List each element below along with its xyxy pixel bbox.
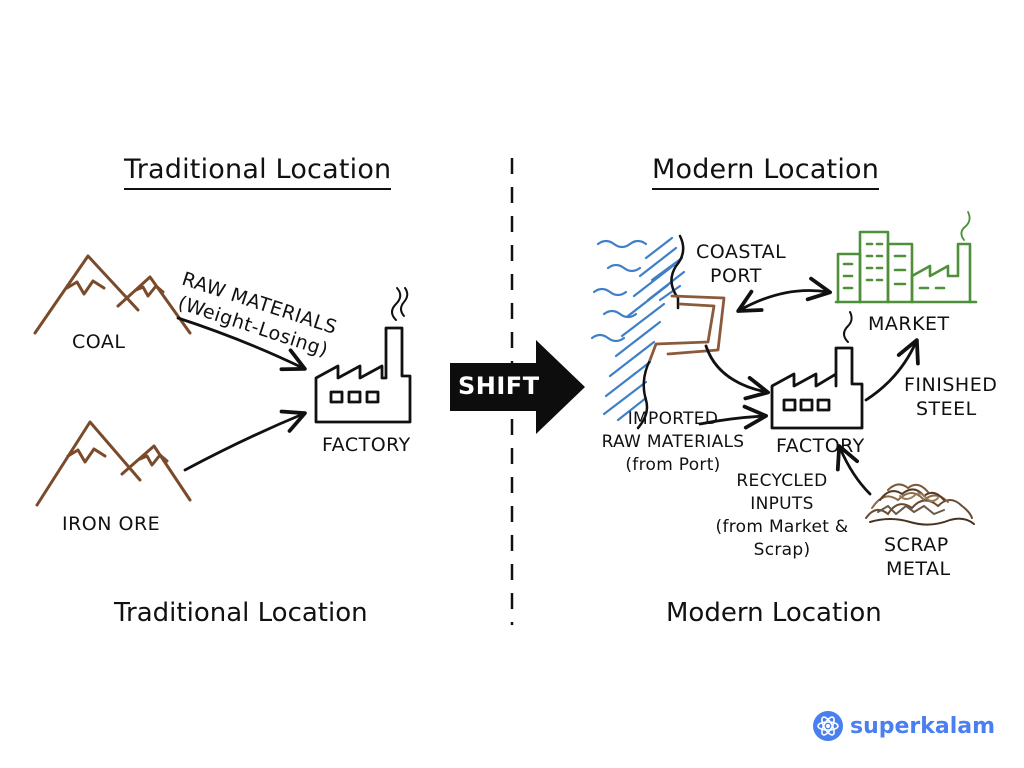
scrap-metal-icon [865, 483, 975, 526]
coastal-port-label-line1: COASTAL [696, 241, 787, 263]
traditional-heading: Traditional Location [124, 154, 392, 190]
iron-ore-arrow [183, 409, 307, 472]
imported-line1: IMPORTED [627, 409, 719, 429]
recycled-line2: INPUTS [750, 494, 814, 514]
port-factory-arrow [704, 344, 770, 401]
port-market-arrow [736, 276, 832, 313]
factory-icon [314, 287, 412, 424]
imported-raw-materials-label: IMPORTED RAW MATERIALS (from Port) [598, 408, 748, 477]
market-label: MARKET [868, 313, 950, 335]
shift-arrow [450, 340, 585, 434]
shift-label: SHIFT [458, 372, 540, 400]
sea-hatching [602, 236, 686, 422]
iron-ore-label: IRON ORE [62, 513, 161, 535]
traditional-caption: Traditional Location [114, 598, 368, 628]
harbour-outline [648, 294, 726, 362]
coastline [636, 234, 685, 430]
factory-market-arrow [864, 338, 920, 402]
coal-label: COAL [72, 331, 126, 353]
imported-factory-arrow [698, 404, 768, 430]
finished-steel-line1: FINISHED [904, 374, 998, 396]
modern-caption: Modern Location [666, 598, 882, 628]
recycled-line1: RECYCLED [736, 471, 828, 491]
recycled-inputs-label: RECYCLED INPUTS (from Market & Scrap) [702, 470, 862, 562]
finished-steel-line2: STEEL [916, 398, 977, 420]
coastal-port-label-line2: PORT [710, 265, 762, 287]
scrap-metal-line1: SCRAP [884, 534, 949, 556]
sea-waves-icon [590, 239, 648, 343]
modern-heading: Modern Location [652, 154, 880, 190]
imported-line2: RAW MATERIALS [601, 432, 745, 452]
brand-name: superkalam [850, 713, 996, 739]
modern-factory-label: FACTORY [776, 435, 865, 457]
scrap-metal-line2: METAL [886, 558, 951, 580]
factory-label: FACTORY [322, 434, 411, 456]
recycled-line4: Scrap) [753, 540, 811, 560]
iron-ore-mountain-icon [35, 420, 192, 507]
coal-mountain-icon [33, 254, 192, 335]
market-city-icon [834, 211, 978, 304]
brand-logo: superkalam [812, 708, 995, 744]
imported-line3: (from Port) [625, 455, 721, 475]
modern-factory-icon [770, 311, 864, 430]
scrap-factory-arrow [835, 444, 872, 496]
recycled-line3: (from Market & [715, 517, 849, 537]
atom-icon [813, 711, 843, 741]
raw-materials-arrow [176, 316, 307, 372]
